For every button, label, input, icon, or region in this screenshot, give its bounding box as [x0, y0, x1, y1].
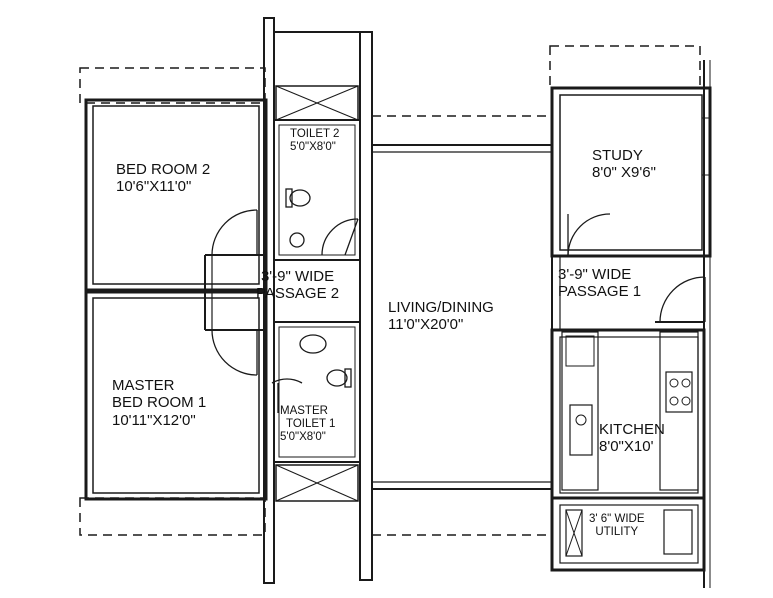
- bed-room-2-name: BED ROOM 2: [116, 161, 211, 178]
- utility-width: 3' 6" WIDE: [589, 513, 645, 525]
- master-bed-room-1-line2: BED ROOM 1: [112, 394, 207, 412]
- wall-study: [550, 60, 712, 588]
- wall-kitchen: [550, 328, 706, 500]
- study-door: [567, 213, 611, 257]
- passage-1-label: 3'-9" WIDE PASSAGE 1: [558, 266, 641, 301]
- wall-passage-2: [204, 254, 264, 331]
- passage-2-width: 3'-9" WIDE: [260, 268, 335, 285]
- kitchen-name: KITCHEN: [599, 421, 665, 438]
- study-label: STUDY 8'0" X9'6": [592, 147, 656, 182]
- master-toilet-1-size: 5'0"X8'0": [280, 431, 326, 444]
- utility-label: 3' 6" WIDE UTILITY: [589, 513, 644, 539]
- study-size: 8'0" X9'6": [592, 164, 656, 182]
- passage-1-name: PASSAGE 1: [558, 283, 642, 301]
- living-dining-size: 11'0"X20'0": [388, 316, 464, 334]
- door-swings: [211, 209, 359, 413]
- wall-living-dining: [372, 144, 552, 490]
- passage-2-label: 3'-9" WIDE PASSAGE 2: [256, 268, 339, 303]
- toilet-2-label: TOILET 2 5'0"X8'0": [290, 128, 339, 154]
- master-toilet-1-label: MASTER TOILET 1 5'0"X8'0": [280, 405, 335, 445]
- passage-1-width: 3'-9" WIDE: [558, 266, 632, 283]
- bed-room-2-size: 10'6"X11'0": [116, 178, 192, 196]
- master-bed-room-1-line1: MASTER: [112, 377, 175, 394]
- utility-name: UTILITY: [595, 526, 639, 539]
- kitchen-label: KITCHEN 8'0"X10': [599, 421, 665, 456]
- master-bed-room-1-size: 10'11"X12'0": [112, 411, 196, 429]
- wall-utility: [550, 496, 706, 572]
- toilet-fixtures: [285, 188, 352, 388]
- wall-passage-1: [551, 256, 706, 330]
- wall-bed-room-2: [84, 98, 268, 292]
- toilet-2-name: TOILET 2: [290, 128, 340, 140]
- toilet-2-size: 5'0"X8'0": [290, 141, 336, 154]
- wall-toilet-block: [263, 17, 373, 584]
- living-dining-name: LIVING/DINING: [388, 299, 494, 316]
- master-toilet-1-line2: TOILET 1: [286, 418, 336, 431]
- wall-master-bed-room: [84, 290, 268, 501]
- balcony-master-bed-room: [79, 497, 266, 536]
- study-name: STUDY: [592, 147, 643, 164]
- master-toilet-1-line1: MASTER: [280, 405, 328, 417]
- master-bed-room-1-label: MASTER BED ROOM 1 10'11"X12'0": [112, 377, 206, 429]
- bed-room-2-label: BED ROOM 2 10'6"X11'0": [116, 161, 210, 196]
- living-dining-label: LIVING/DINING 11'0"X20'0": [388, 299, 494, 334]
- kitchen-size: 8'0"X10': [599, 438, 654, 456]
- passage-2-name: PASSAGE 2: [256, 285, 340, 303]
- balcony-bed-room-2: [79, 67, 266, 104]
- balcony-study: [549, 45, 701, 89]
